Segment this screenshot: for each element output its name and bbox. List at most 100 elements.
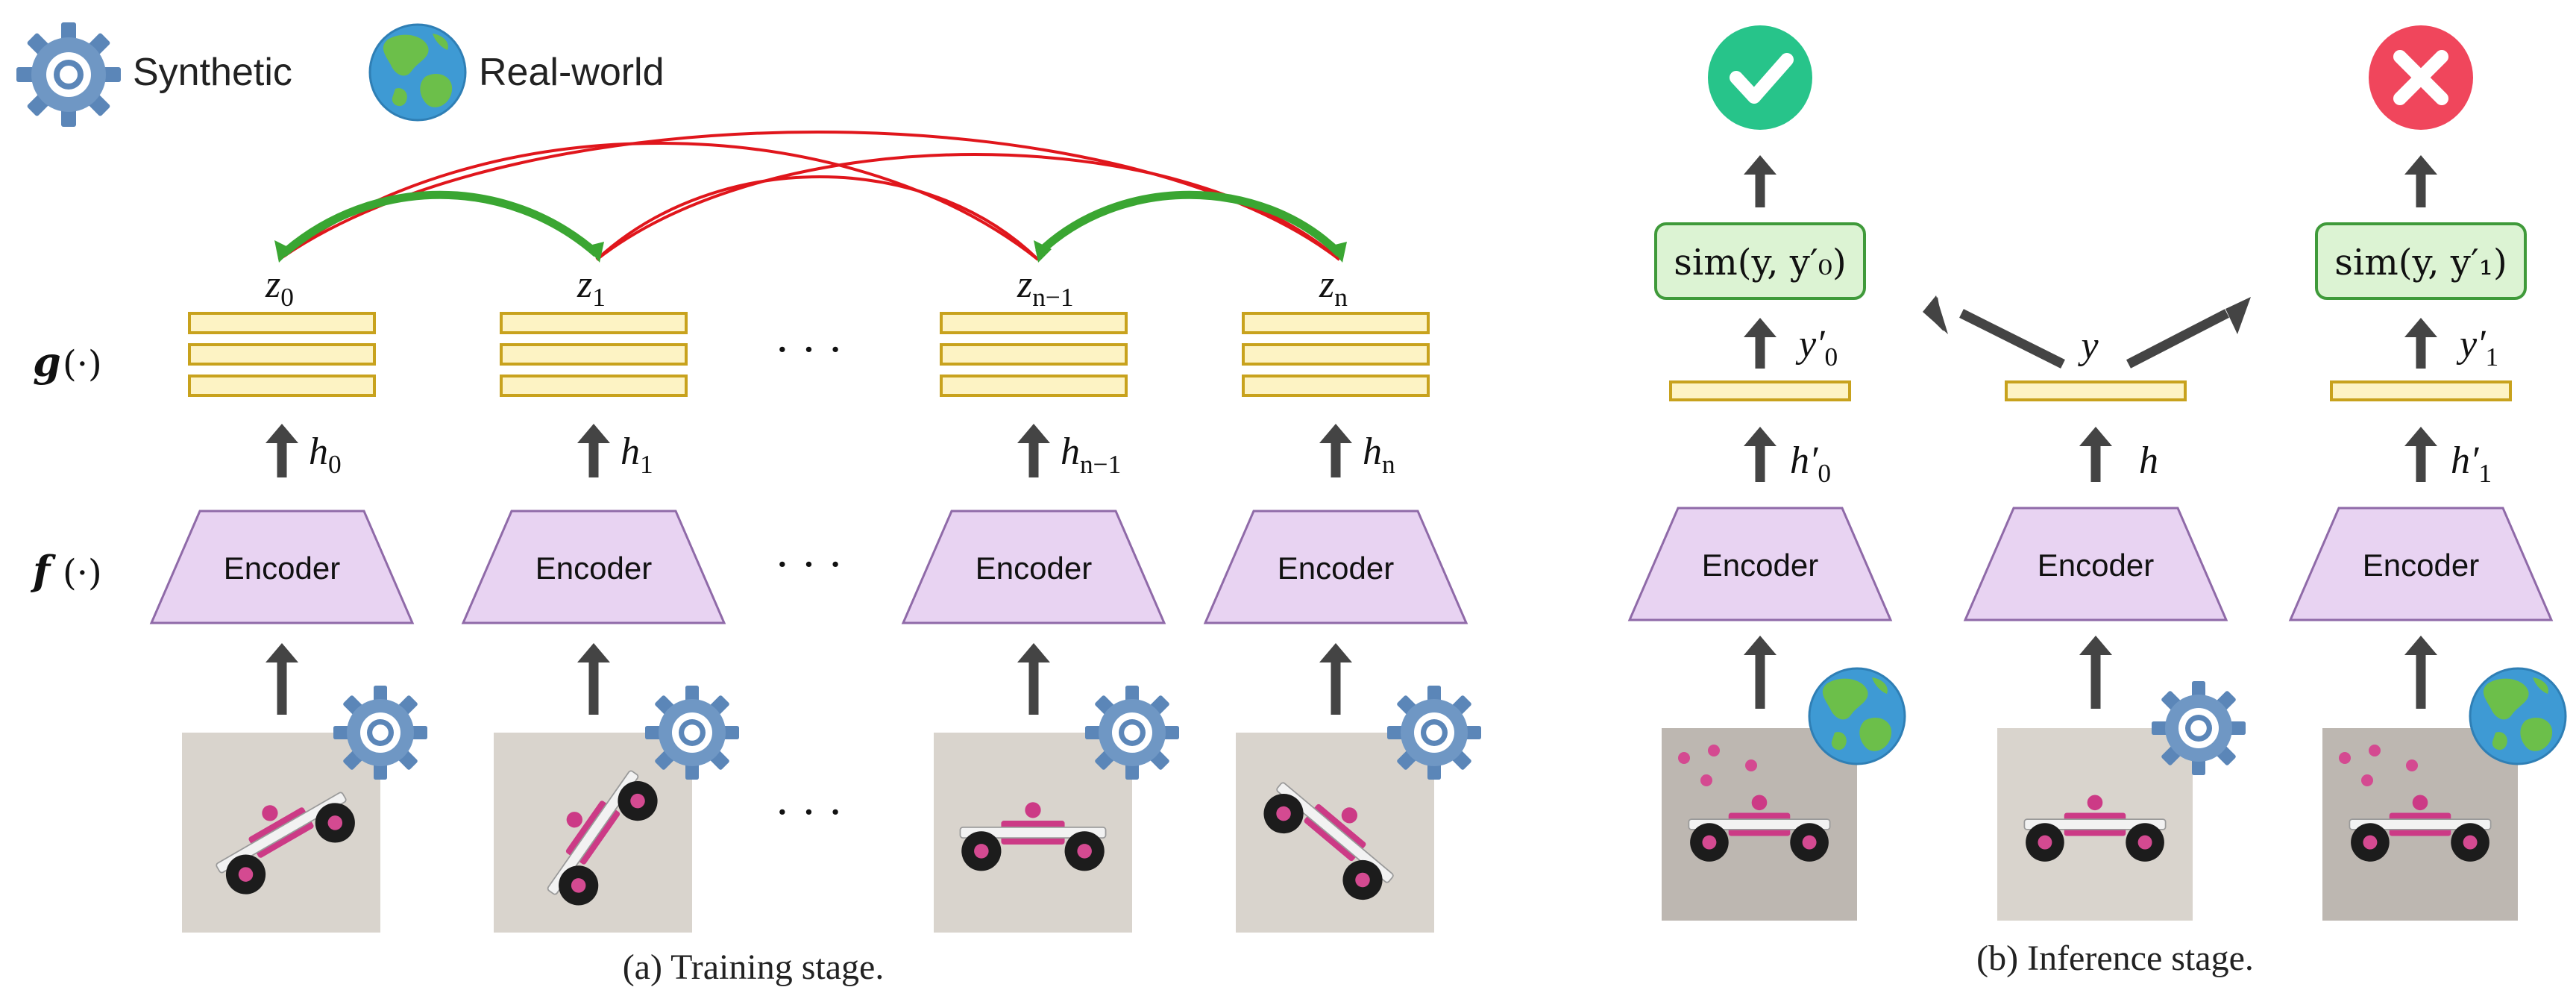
globe-icon xyxy=(2469,667,2567,765)
encoder-label: Encoder xyxy=(976,551,1092,586)
variable-label: zn−1 xyxy=(1017,263,1074,312)
arrow-head xyxy=(1017,424,1050,443)
feature-vector-bar xyxy=(2005,380,2187,401)
g-row-label: g xyxy=(33,338,61,386)
legend-synthetic-label: Synthetic xyxy=(133,51,292,94)
arrow-head xyxy=(577,424,610,443)
object-photo xyxy=(2322,728,2518,921)
variable-label: y′1 xyxy=(2456,323,2498,372)
arrow-head xyxy=(266,424,298,443)
arrow-head xyxy=(2079,427,2112,446)
similarity-label: sim(y, y′₀) xyxy=(1674,242,1846,283)
variable-label: y′0 xyxy=(1795,323,1838,372)
similarity-box xyxy=(1654,222,1866,300)
feature-vector-bar xyxy=(188,375,376,397)
feature-vector-bar xyxy=(188,343,376,366)
feature-vector-bar xyxy=(940,312,1128,334)
inference-caption: (b) Inference stage. xyxy=(1976,939,2254,978)
variable-label: hn−1 xyxy=(1061,430,1121,479)
arrow-head xyxy=(2225,297,2251,334)
variable-label: zn xyxy=(1319,263,1348,312)
ellipsis: · · · xyxy=(776,541,842,589)
arrow-head xyxy=(1017,643,1050,662)
check-circle-icon xyxy=(1708,25,1812,130)
globe-icon xyxy=(1808,667,1906,765)
negative-arc xyxy=(595,175,1040,261)
arc-arrowhead xyxy=(586,242,604,263)
feature-vector-bar xyxy=(1242,375,1430,397)
similarity-box xyxy=(2315,222,2527,300)
feature-vector-bar xyxy=(188,312,376,334)
encoder-block xyxy=(1627,507,1893,621)
f-row-arg: (·) xyxy=(63,552,102,594)
arrow-head xyxy=(1744,155,1777,175)
feature-vector-bar xyxy=(940,375,1128,397)
ellipsis: · · · xyxy=(776,326,842,375)
gear-icon xyxy=(2152,681,2246,775)
arrow-head xyxy=(1923,295,1948,334)
globe-icon xyxy=(368,23,467,122)
feature-vector-bar xyxy=(500,375,688,397)
variable-label: z1 xyxy=(577,263,606,312)
negative-arc xyxy=(595,153,1341,261)
feature-vector-bar xyxy=(940,343,1128,366)
variable-label: hn xyxy=(1363,430,1395,479)
variable-label: h′1 xyxy=(2451,439,2492,488)
feature-vector-bar xyxy=(500,312,688,334)
comparison-arrow xyxy=(2126,309,2229,369)
arrow-head xyxy=(1744,427,1777,446)
arrow-head xyxy=(1744,318,1777,337)
encoder-block xyxy=(1203,510,1468,624)
feature-vector-bar xyxy=(1242,312,1430,334)
gear-icon xyxy=(1085,686,1179,780)
gear-icon xyxy=(333,686,427,780)
gear-icon xyxy=(16,22,121,127)
encoder-label: Encoder xyxy=(535,551,652,586)
arrow-head xyxy=(2404,318,2437,337)
cross-circle-icon xyxy=(2369,25,2473,130)
feature-vector-bar xyxy=(1242,343,1430,366)
encoder-label: Encoder xyxy=(2038,548,2154,583)
encoder-block xyxy=(149,510,415,624)
positive-arc xyxy=(1035,190,1342,257)
arrow-head xyxy=(1319,424,1352,443)
encoder-label: Encoder xyxy=(2363,548,2479,583)
variable-label: z0 xyxy=(265,263,294,312)
gear-icon xyxy=(645,686,739,780)
arrow-head xyxy=(2404,636,2437,655)
arc-arrowhead xyxy=(274,240,292,263)
arrow-head xyxy=(2404,155,2437,175)
similarity-label: sim(y, y′₁) xyxy=(2334,242,2507,283)
feature-vector-bar xyxy=(2330,380,2512,401)
encoder-block xyxy=(1963,507,2228,621)
encoder-label: Encoder xyxy=(1278,551,1394,586)
encoder-block xyxy=(901,510,1166,624)
comparison-arrow xyxy=(1959,309,2065,369)
object-photo xyxy=(1997,728,2193,921)
arrow-head xyxy=(577,643,610,662)
object-photo xyxy=(1662,728,1857,921)
arrow-head xyxy=(266,643,298,662)
arrow-head xyxy=(2404,427,2437,446)
legend-real-label: Real-world xyxy=(479,51,665,94)
arc-arrowhead xyxy=(1329,242,1347,263)
feature-vector-bar xyxy=(1669,380,1851,401)
arrow-head xyxy=(1319,643,1352,662)
arc-arrowhead xyxy=(1034,240,1052,263)
training-caption: (a) Training stage. xyxy=(623,947,885,987)
g-row-arg: (·) xyxy=(63,343,102,385)
gear-icon xyxy=(1387,686,1481,780)
positive-arc xyxy=(280,190,600,257)
variable-label: h′0 xyxy=(1790,439,1831,488)
ellipsis: · · · xyxy=(776,789,842,837)
arrow-head xyxy=(2079,636,2112,655)
encoder-block xyxy=(461,510,726,624)
